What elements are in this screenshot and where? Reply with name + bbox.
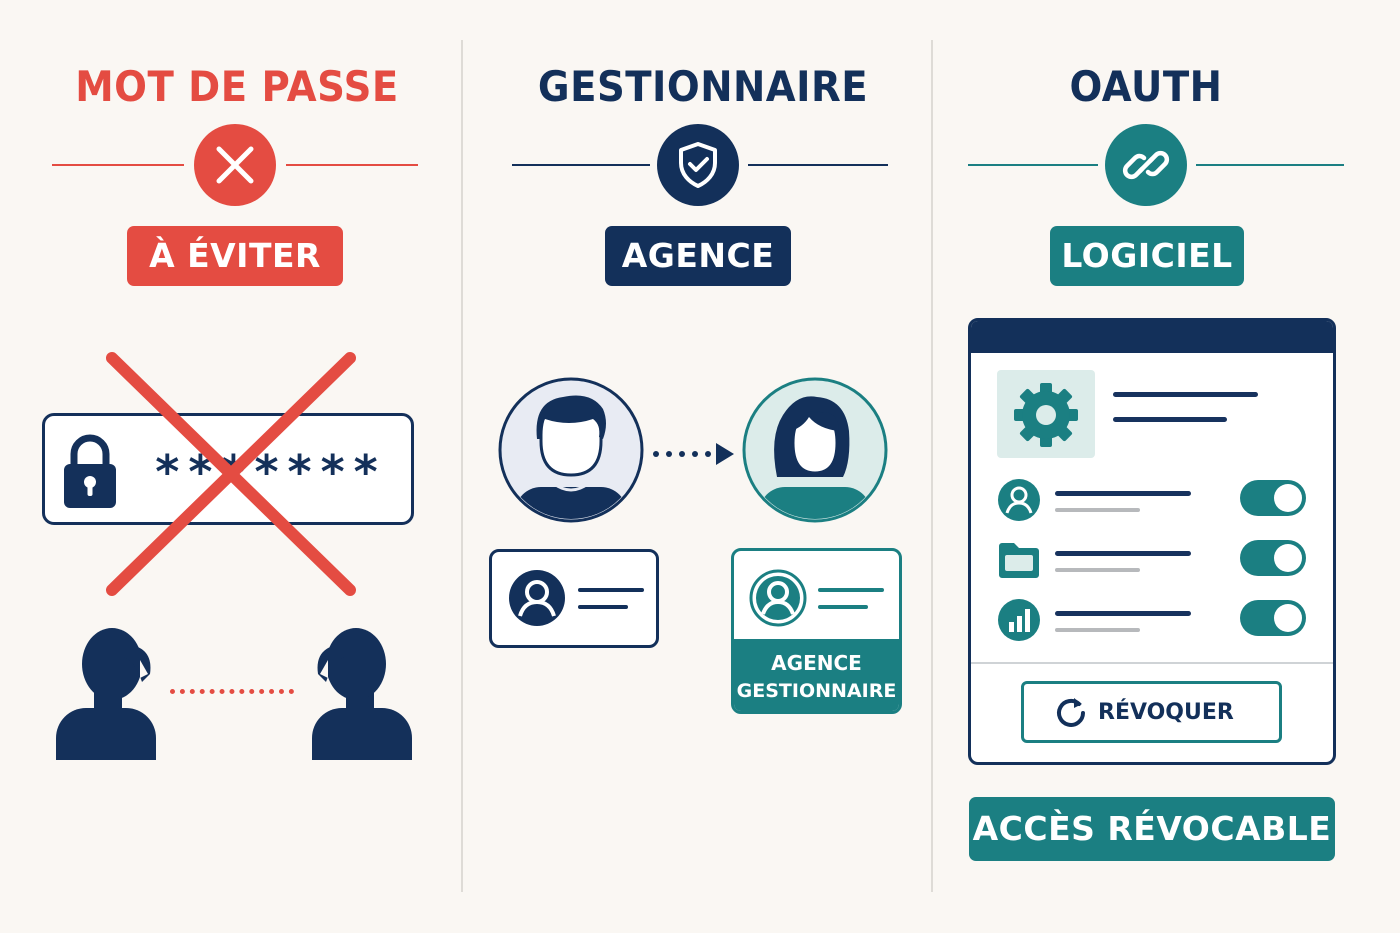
forbidden-cross [106,352,356,596]
folder-icon [999,543,1039,578]
permission-toggle[interactable] [1240,540,1306,576]
close-icon [194,124,276,206]
badge-agency: AGENCE [605,226,791,286]
window-titlebar [971,321,1333,353]
permission-label-line [1055,551,1191,556]
agency-avatar [742,377,888,523]
user-icon [749,569,807,627]
gear-icon [1014,383,1078,447]
app-name-line [1113,392,1258,397]
column-title-oauth: OAUTH [1069,62,1223,111]
user-icon [998,479,1040,521]
permission-desc-line [1055,628,1140,632]
badge-avoid: À ÉVITER [127,226,343,286]
shield-check-icon [657,124,739,206]
password-mask: ******* [155,445,387,499]
toggle-knob [1274,604,1302,632]
person-right-icon [312,628,412,760]
card-text-line [578,588,644,592]
person-left-icon [56,628,156,760]
owner-avatar [498,377,644,523]
permission-desc-line [1055,508,1140,512]
header-rule-right [1196,164,1344,166]
toggle-knob [1274,484,1302,512]
sharing-dots [170,689,294,694]
delegation-arrow [653,443,734,465]
card-text-line [818,588,884,592]
agency-card-label-line2: GESTIONNAIRE [736,680,897,702]
column-divider-2 [931,40,933,892]
badge-revocable-access: ACCÈS RÉVOCABLE [969,797,1335,861]
header-rule-right [748,164,888,166]
card-text-line [818,605,868,609]
toggle-knob [1274,544,1302,572]
badge-software: LOGICIEL [1050,226,1244,286]
header-rule-left [512,164,650,166]
permission-toggle[interactable] [1240,600,1306,636]
app-desc-line [1113,417,1227,422]
header-rule-left [968,164,1098,166]
agency-card-footer [734,639,899,711]
column-title-password: MOT DE PASSE [75,62,399,111]
permission-desc-line [1055,568,1140,572]
chart-icon [998,599,1040,641]
permission-toggle[interactable] [1240,480,1306,516]
user-icon [509,570,565,626]
card-text-line [578,605,628,609]
window-separator [971,662,1333,664]
header-rule-right [286,164,418,166]
column-title-manager: GESTIONNAIRE [537,62,869,111]
refresh-icon [1057,698,1085,727]
revoke-button-label: RÉVOQUER [1098,700,1234,725]
link-icon [1105,124,1187,206]
column-divider-1 [461,40,463,892]
header-rule-left [52,164,184,166]
lock-icon [64,434,116,508]
agency-id-card [731,548,902,714]
permission-label-line [1055,491,1191,496]
permission-label-line [1055,611,1191,616]
agency-card-label-line1: AGENCE [771,651,862,675]
revoke-button[interactable] [1021,681,1282,743]
